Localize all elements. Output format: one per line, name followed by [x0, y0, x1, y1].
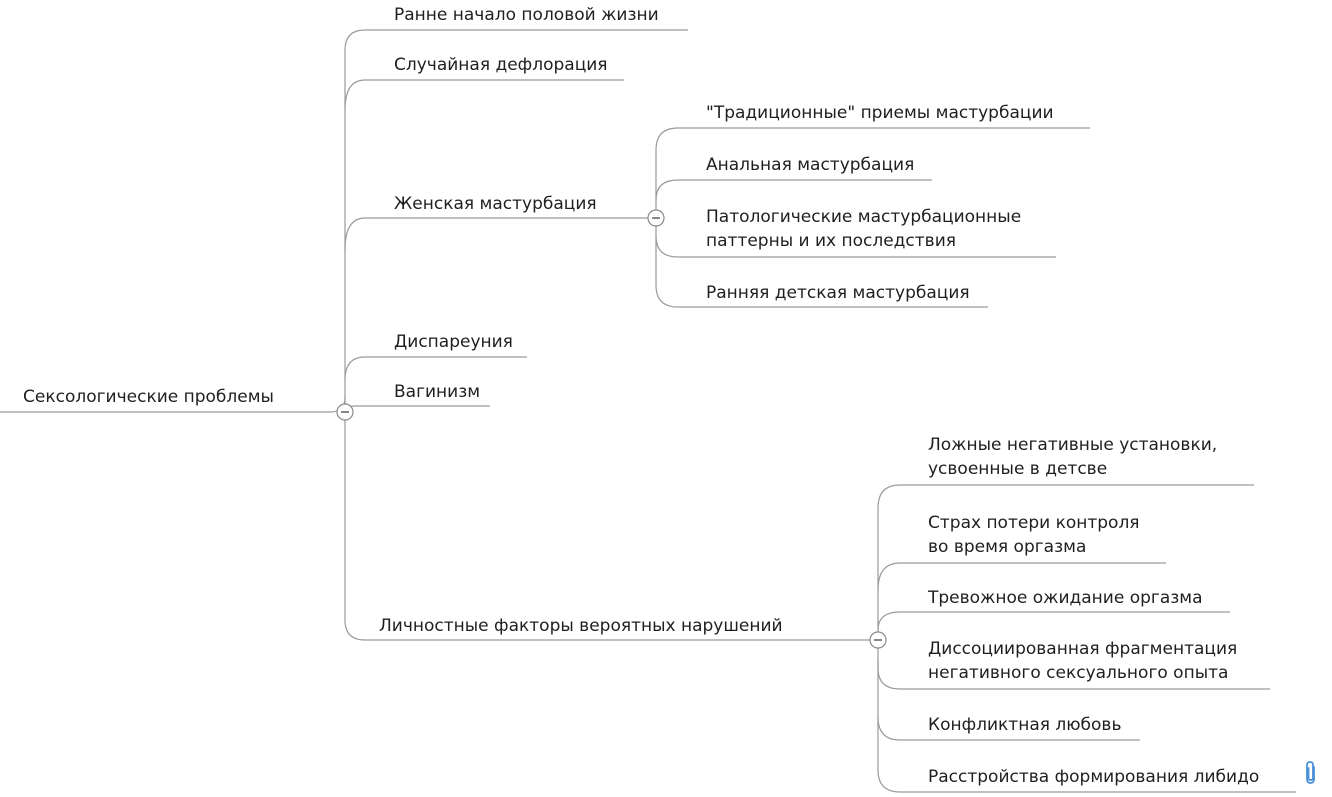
- collapse-button-female-masturbation[interactable]: [647, 209, 665, 227]
- subnode-label-line2: паттерны и их последствия: [706, 231, 956, 251]
- branch-label: Диспареуния: [394, 332, 513, 352]
- subnode-traditional-techniques[interactable]: "Традиционные" приемы мастурбации: [706, 101, 1054, 125]
- subnode-early-child-masturbation[interactable]: Ранняя детская мастурбация: [706, 281, 970, 305]
- sub-connector-personal-3: [877, 611, 1230, 631]
- subnode-label: Тревожное ожидание оргазма: [928, 588, 1203, 608]
- subnode-label-line1: Ложные негативные установки,: [928, 435, 1218, 455]
- branch-connector-3: [344, 356, 527, 381]
- branch-node-early-sexual-life[interactable]: Ранне начало половой жизни: [394, 3, 659, 27]
- branch-label: Ранне начало половой жизни: [394, 5, 659, 25]
- subnode-label-line2: во время оргазма: [928, 537, 1087, 557]
- collapse-button-personal-factors[interactable]: [869, 631, 887, 649]
- branch-node-accidental-defloration[interactable]: Случайная дефлорация: [394, 53, 608, 77]
- subnode-anxious-anticipation[interactable]: Тревожное ожидание оргазма: [928, 586, 1203, 610]
- root-node-label: Сексологические проблемы: [23, 387, 274, 407]
- root-trunk: [344, 29, 688, 412]
- subnode-dissociated-fragmentation[interactable]: Диссоциированная фрагментация негативног…: [928, 637, 1237, 685]
- subtrunk-female: [655, 127, 1090, 218]
- subnode-label: Расстройства формирования либидо: [928, 767, 1260, 787]
- branch-connector-2: [344, 217, 656, 251]
- branch-node-personal-factors[interactable]: Личностные факторы вероятных нарушений: [379, 614, 783, 638]
- subtrunk-personal: [877, 484, 1254, 640]
- subnode-label-line2: усвоенные в детсве: [928, 459, 1108, 479]
- branch-connector-4: [344, 405, 490, 413]
- branch-connector-1: [344, 79, 624, 111]
- branch-connector-5: [344, 412, 876, 641]
- branch-label: Личностные факторы вероятных нарушений: [379, 616, 783, 636]
- subnode-label-line1: Диссоциированная фрагментация: [928, 639, 1238, 659]
- sub-connector-female-4: [655, 236, 988, 308]
- subnode-label-line1: Страх потери контроля: [928, 513, 1140, 533]
- sub-connector-personal-6: [877, 717, 1296, 793]
- subnode-pathological-patterns[interactable]: Патологические мастурбационные паттерны …: [706, 205, 1021, 253]
- subnode-false-negative-attitudes[interactable]: Ложные негативные установки, усвоенные в…: [928, 433, 1217, 481]
- subnode-label: Анальная мастурбация: [706, 155, 915, 175]
- subnode-anal-masturbation[interactable]: Анальная мастурбация: [706, 153, 914, 177]
- sub-connector-female-2: [655, 179, 932, 201]
- subnode-conflicted-love[interactable]: Конфликтная любовь: [928, 713, 1121, 737]
- collapse-button-root[interactable]: [336, 403, 354, 421]
- subnode-label: Ранняя детская мастурбация: [706, 283, 970, 303]
- paperclip-icon[interactable]: [1303, 760, 1319, 786]
- root-node[interactable]: Сексологические проблемы: [23, 385, 274, 409]
- branch-label: Вагинизм: [394, 382, 481, 402]
- sub-connector-personal-2: [877, 562, 1166, 591]
- subnode-libido-formation-disorders[interactable]: Расстройства формирования либидо: [928, 765, 1259, 789]
- subnode-fear-of-losing-control[interactable]: Страх потери контроля во время оргазма: [928, 511, 1140, 559]
- subnode-label: "Традиционные" приемы мастурбации: [706, 103, 1054, 123]
- branch-label: Случайная дефлорация: [394, 55, 608, 75]
- branch-node-dyspareunia[interactable]: Диспареуния: [394, 330, 513, 354]
- branch-node-vaginismus[interactable]: Вагинизм: [394, 380, 480, 404]
- branch-node-female-masturbation[interactable]: Женская мастурбация: [394, 192, 597, 216]
- subnode-label-line2: негативного сексуального опыта: [928, 663, 1229, 683]
- subnode-label: Конфликтная любовь: [928, 715, 1122, 735]
- subnode-label-line1: Патологические мастурбационные: [706, 207, 1022, 227]
- branch-label: Женская мастурбация: [394, 194, 597, 214]
